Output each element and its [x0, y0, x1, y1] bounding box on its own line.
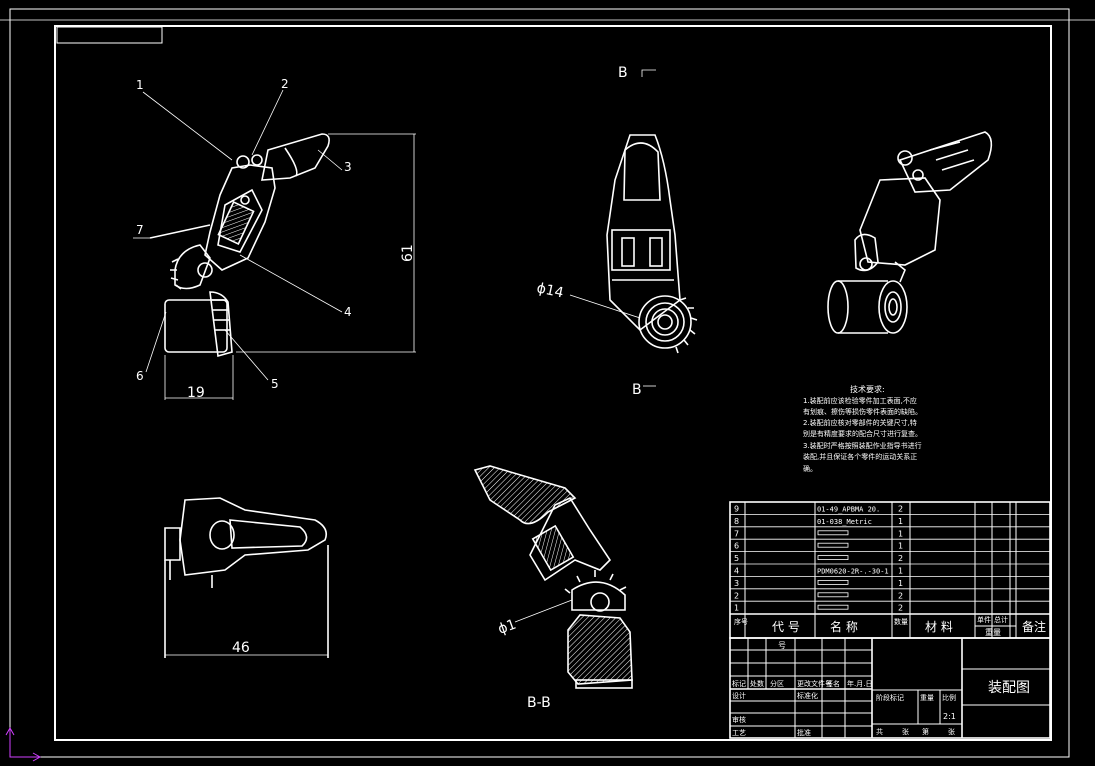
title-row-label-5: 签名: [826, 679, 840, 688]
balloon-4: 4: [344, 305, 352, 319]
notes-line-1: 1.装配前应该检验零件加工表面,不应: [803, 396, 917, 405]
bom-row-qty: 2: [898, 505, 903, 514]
drawing-title: 装配图: [988, 680, 1030, 696]
technical-requirements: 技术要求: 1.装配前应该检验零件加工表面,不应 有划痕、擦伤等损伤零件表面的缺…: [803, 384, 922, 473]
title-row-label-1: 标记: [732, 679, 746, 688]
title-code-cell: 号: [778, 641, 786, 650]
balloon-5: 5: [271, 377, 279, 391]
dim-dia-1: ϕ1: [496, 617, 519, 638]
bom-row-number: 1: [734, 604, 739, 613]
dim-61: 61: [400, 244, 416, 262]
dim-dia-14: ϕ14: [535, 280, 565, 301]
bom-row-name-placeholder: [817, 542, 849, 548]
notes-line-5: 3.装配时严格按照装配作业指导书进行: [803, 441, 922, 450]
balloon-1: 1: [136, 78, 144, 92]
bom-header-remark: 备注: [1022, 619, 1046, 634]
bom-row-name: 01-49_APBMA 20.: [817, 506, 880, 514]
bom-header-material: 材 料: [925, 620, 953, 634]
dim-46: 46: [232, 640, 250, 656]
title-design: 设计: [732, 691, 746, 700]
bom-row-number: 2: [734, 591, 739, 600]
title-block-text: 号 标记 处数 分区 更改文件号 签名 年.月.日 设计 标准化 审核 工艺 批…: [732, 641, 1030, 737]
bom-row-number: 3: [734, 579, 739, 588]
isometric-view: [827, 131, 993, 334]
bom-header-qty: 数量: [894, 617, 908, 626]
bom-row-qty: 1: [898, 542, 903, 551]
bom-row-name-placeholder: [817, 592, 849, 598]
main-view-annotations: [133, 89, 416, 400]
bom-row-name-placeholder: [817, 604, 849, 610]
balloon-3: 3: [344, 160, 352, 174]
side-view: [606, 134, 698, 354]
sheet-current-suffix: 张: [948, 727, 955, 736]
title-row-label-3: 分区: [770, 679, 784, 688]
sheet-border: [0, 8, 1095, 758]
bom-row-qty: 2: [898, 554, 903, 563]
bom-row-qty: 1: [898, 567, 903, 576]
notes-line-2: 有划痕、擦伤等损伤零件表面的缺陷。: [803, 407, 922, 416]
bom-row-number: 6: [734, 542, 739, 551]
title-standardize: 标准化: [797, 691, 818, 700]
bom-row-lines: [730, 514, 1050, 602]
sheet-current-prefix: 第: [922, 727, 929, 736]
notes-line-4: 别是有精度要求的配合尺寸进行复查。: [803, 429, 922, 438]
title-block: [729, 637, 1051, 739]
bom-row-qty: 1: [898, 517, 903, 526]
title-scale-label: 比例: [942, 693, 956, 702]
bom-header-weight: 重量: [985, 627, 1001, 637]
leader-dia-1: [514, 599, 573, 623]
bom-header: 序号 代 号 名 称 数量 材 料 单件 总计 重量 备注: [734, 615, 1046, 637]
balloon-2: 2: [281, 77, 289, 91]
sheet-total-prefix: 共: [876, 727, 883, 736]
notes-title: 技术要求:: [850, 384, 885, 394]
notes-line-3: 2.装配前应核对零部件的关键尺寸,特: [803, 418, 917, 427]
bom-header-total: 总计: [994, 615, 1008, 624]
title-review: 审核: [732, 715, 746, 724]
bom-row-name-placeholder: [817, 580, 849, 585]
section-mark-top: B: [618, 65, 628, 81]
title-row-label-2: 处数: [750, 679, 764, 688]
bom-row-number: 5: [734, 554, 739, 563]
balloon-6: 6: [136, 369, 144, 383]
bom-row-name-placeholder: [817, 530, 849, 536]
title-stage-mark: 阶段标记: [876, 693, 904, 702]
title-approve: 批准: [797, 728, 811, 737]
section-mark-bottom: B: [632, 382, 642, 398]
bom-row-qty: 2: [898, 591, 903, 600]
title-weight-label: 重量: [920, 694, 934, 702]
bom-row-qty: 1: [898, 579, 903, 588]
bom-row-number: 8: [734, 517, 739, 526]
bom-row-number: 4: [734, 567, 739, 576]
bom-row-name-placeholder: [817, 555, 849, 560]
bom-row-number: 7: [734, 529, 739, 538]
bom-row-qty: 2: [898, 604, 903, 613]
main-view-gripper: [149, 133, 330, 358]
title-row-label-6: 年.月.日: [847, 679, 872, 688]
dim-19: 19: [187, 385, 205, 401]
bom-header-name: 名 称: [830, 619, 858, 634]
section-title: B-B: [527, 695, 551, 711]
bom-row-qty: 1: [898, 529, 903, 538]
bom-row-number: 9: [734, 505, 739, 514]
bom-header-code: 代 号: [772, 620, 800, 634]
bom-header-unit: 单件: [977, 615, 991, 624]
balloon-7: 7: [136, 223, 144, 237]
bom-row-name: 01-038_Metric: [817, 518, 872, 526]
ucs-icon: [5, 726, 42, 762]
bom-row-name: PDM0620-2R-.-30-1: [817, 568, 889, 576]
side-view-annotations: [569, 69, 656, 387]
bom-header-seq: 序号: [734, 617, 748, 626]
notes-line-6: 装配,并且保证各个零件的运动关系正: [803, 452, 917, 461]
balloon-labels: 1 2 3 4 5 6 7: [136, 77, 352, 391]
sheet-total-suffix: 张: [902, 727, 909, 736]
title-row-label-4: 更改文件号: [797, 679, 832, 688]
title-scale-value: 2:1: [943, 712, 956, 721]
notes-line-7: 确。: [803, 464, 817, 473]
section-b-b-view: [473, 465, 633, 689]
bom-rows: 9 01-49_APBMA 20. 2 8 01-038_Metric 1 7 1 6 1 5 2 4 P…: [734, 505, 903, 613]
top-view: [164, 497, 329, 658]
title-process: 工艺: [732, 729, 746, 737]
